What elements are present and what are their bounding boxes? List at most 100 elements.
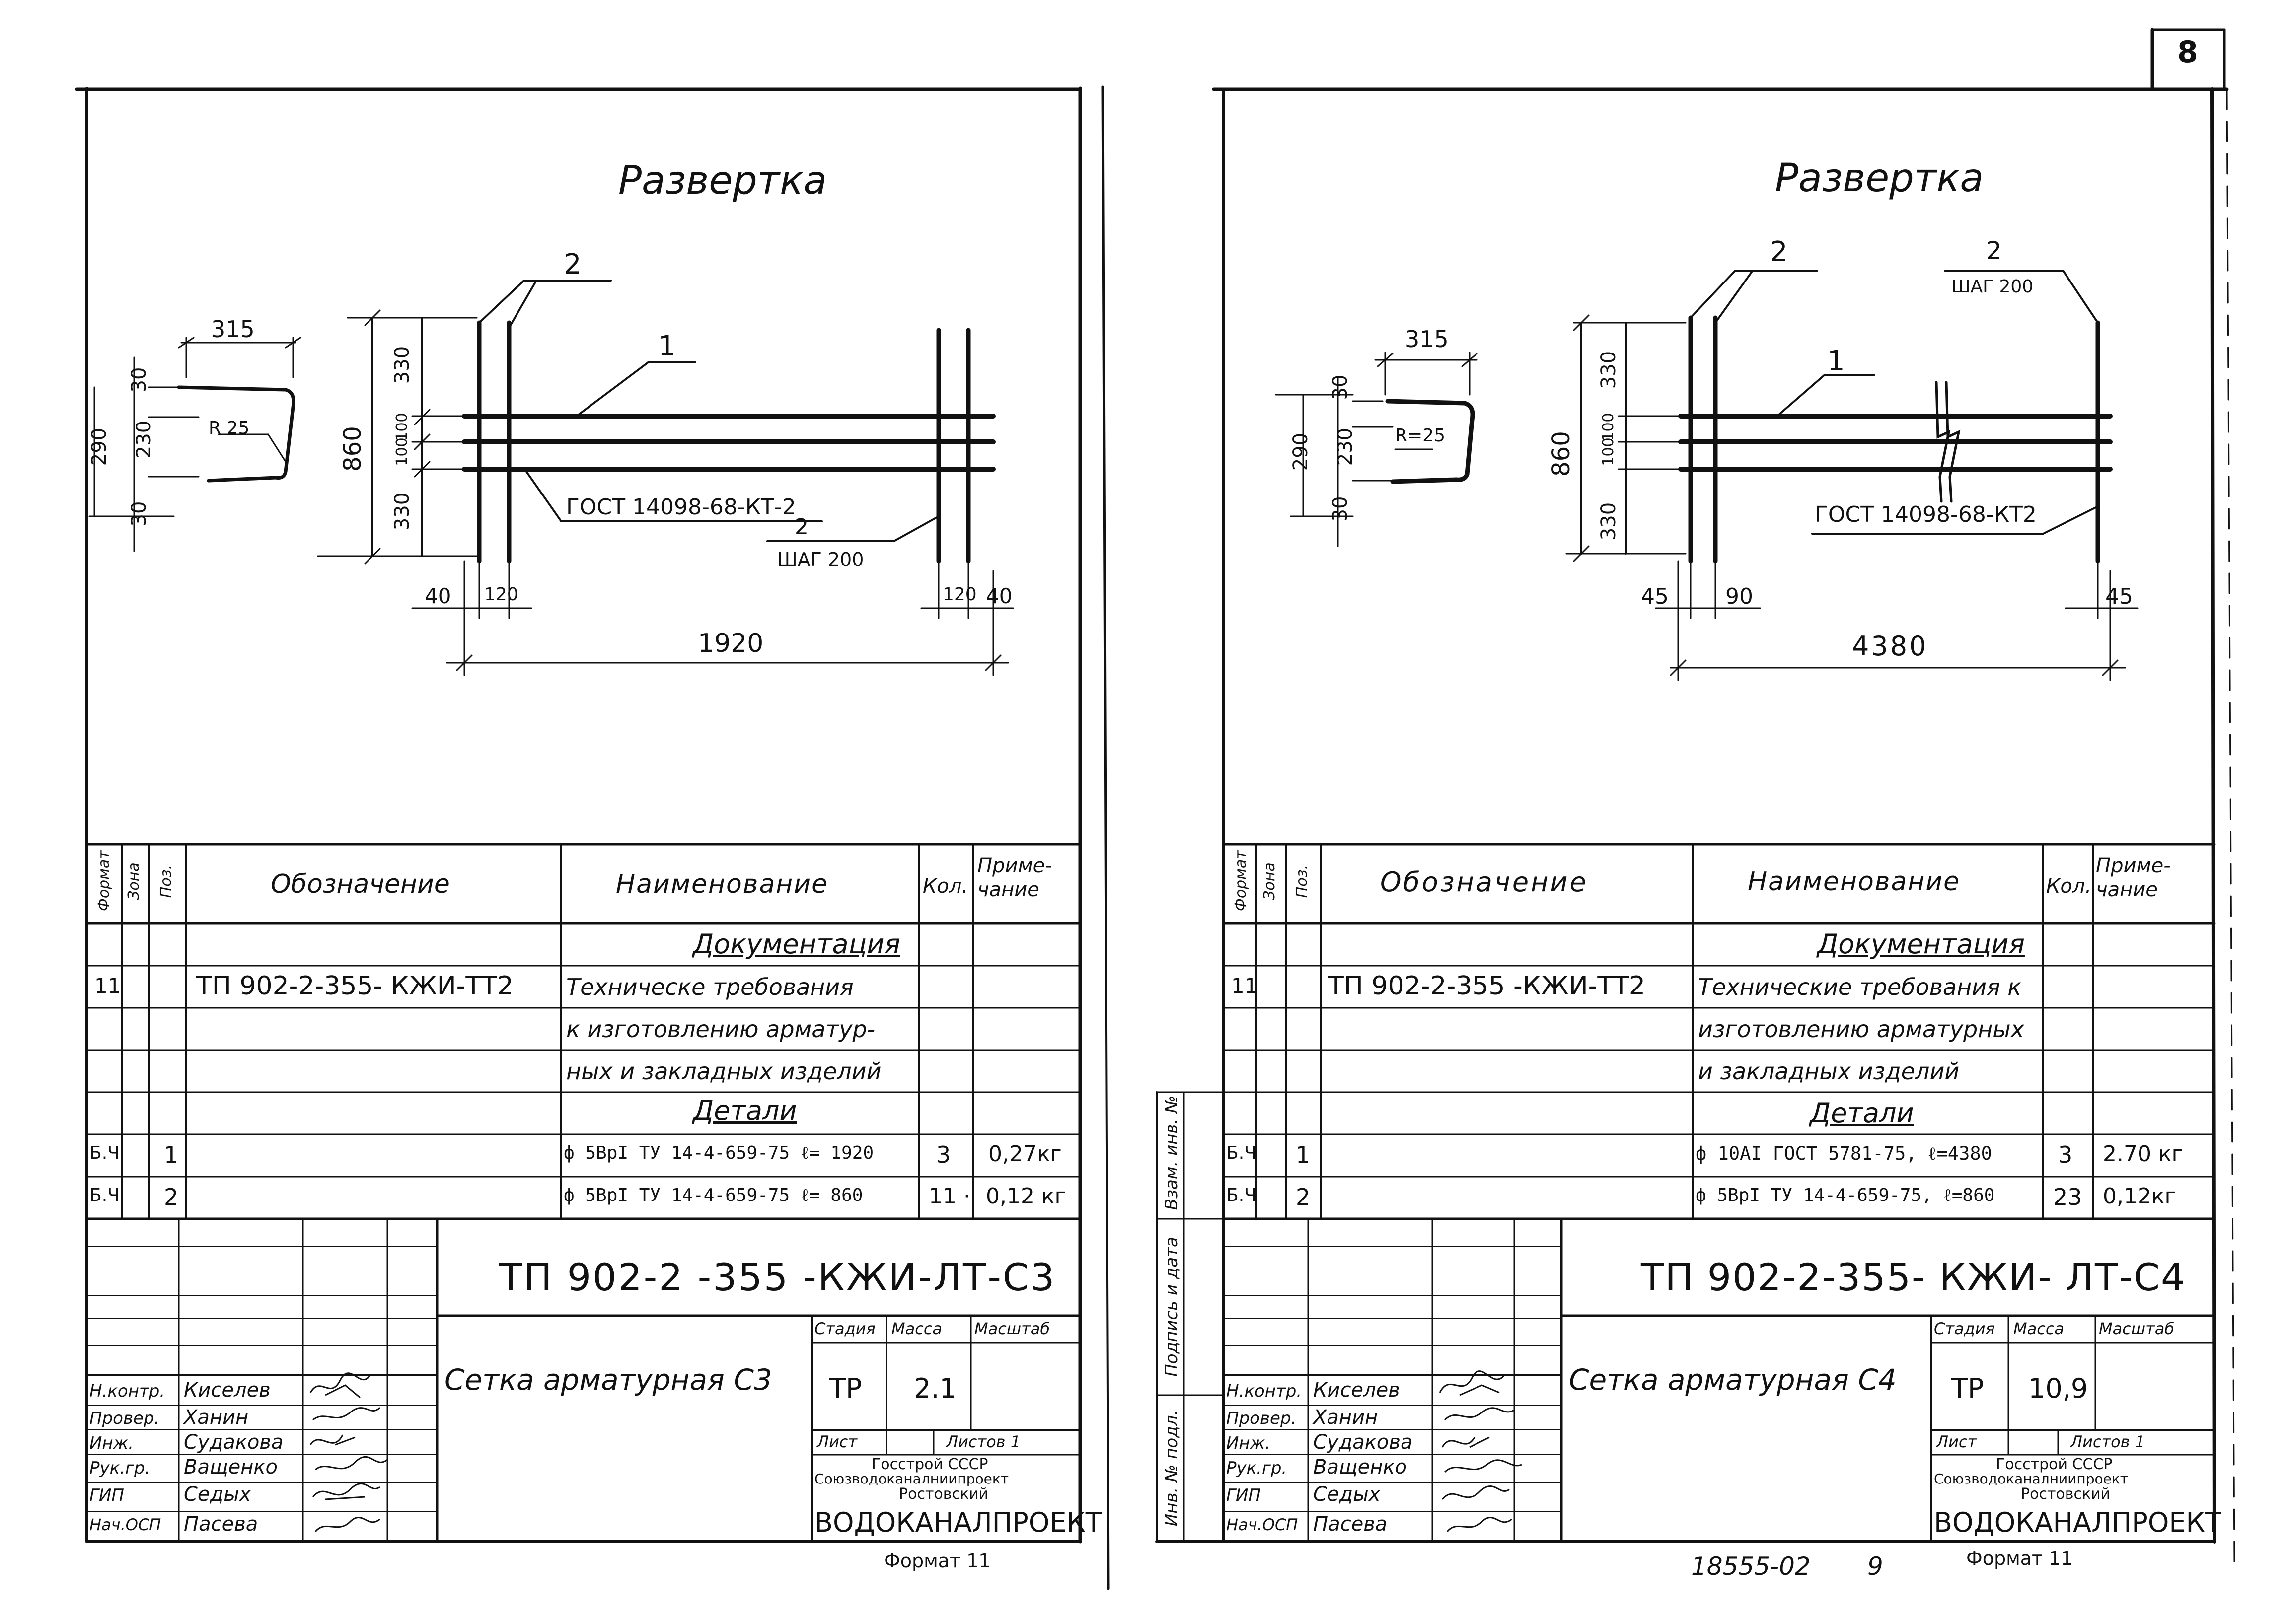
org-3: Ростовский (2021, 1485, 2111, 1503)
role-1: Н.контр. (1226, 1381, 1302, 1401)
gost-label: ГОСТ 14098-68-КТ2 (1815, 502, 2037, 527)
hdr-format: Формат (95, 850, 113, 911)
person-4: Ващенко (1313, 1456, 1407, 1479)
section-docs: Документация (1817, 928, 2025, 960)
step-pos-label: 2 (1986, 236, 2002, 265)
bend-length-dim: 315 (1405, 326, 1449, 353)
drawing-title: Развертка (618, 158, 827, 203)
v100b-dim: 100 (1600, 437, 1617, 466)
person-6: Пасева (1313, 1513, 1388, 1536)
height-860-dim: 860 (1548, 431, 1575, 477)
hdr-note: Приме-чание (977, 854, 1052, 901)
dim-left-90: 90 (1725, 584, 1753, 609)
pos2-leader-label: 2 (1770, 236, 1788, 268)
hdr-qty: Кол. (923, 875, 968, 898)
bend-length-dim: 315 (211, 316, 255, 343)
row2-pos: 2 (1296, 1184, 1311, 1210)
pos1-leader-label: 1 (658, 330, 676, 362)
person-6: Пасева (184, 1513, 258, 1536)
person-4: Ващенко (184, 1456, 278, 1479)
stamp-title: Сетка арматурная С4 (1569, 1363, 1897, 1397)
row2-qty: 23 (2053, 1184, 2082, 1210)
mesh-drawing (317, 280, 1014, 676)
footer-doc-code: 18555-02 (1691, 1552, 1811, 1581)
org-4: ВОДОКАНАЛПРОЕКТ (1934, 1507, 2221, 1538)
hdr-name: Наименование (616, 869, 829, 899)
height-860-dim: 860 (339, 426, 367, 472)
org-1: Госстрой СССР (1996, 1456, 2113, 1473)
org-2: Союзводоканалниипроект (1934, 1471, 2129, 1487)
role-6: Нач.ОСП (1226, 1515, 1298, 1534)
doc-row-format: 11 (1231, 974, 1258, 998)
row1-qty: 3 (2058, 1141, 2073, 1168)
scale-label: Масштаб (974, 1319, 1050, 1338)
footer-page: 9 (1867, 1552, 1883, 1581)
format-label: Формат 11 (1966, 1548, 2073, 1569)
org-3: Ростовский (899, 1485, 989, 1503)
stage-label: Стадия (814, 1319, 876, 1338)
step-label: шаг 200 (1951, 277, 2034, 297)
mass-value: 2.1 (914, 1373, 957, 1404)
side-stamp-replace-inv: Взам. инв. № (1162, 1095, 1181, 1210)
v100b-dim: 100 (393, 437, 411, 466)
hdr-pos: Поз. (157, 864, 175, 898)
role-6: Нач.ОСП (89, 1515, 161, 1534)
pos1-leader-label: 1 (1827, 345, 1845, 377)
bend-290-dim: 290 (1289, 432, 1312, 471)
row1-note: 0,27кг (988, 1141, 1062, 1167)
sheets-label: Листов 1 (946, 1432, 1021, 1451)
role-3: Инж. (1226, 1433, 1271, 1453)
mass-value: 10,9 (2028, 1373, 2088, 1404)
row2-name: ф 5ВрI ТУ 14-4-659-75 ℓ= 860 (564, 1185, 863, 1205)
stamp-code: ТП 902-2 -355 -КЖИ-ЛТ-С3 (499, 1255, 1056, 1299)
length-4380-dim: 4380 (1852, 631, 1928, 662)
sheets-label: Листов 1 (2070, 1432, 2145, 1451)
row1-qty: 3 (936, 1141, 951, 1168)
role-5: ГИП (89, 1485, 124, 1505)
person-1: Киселев (184, 1379, 271, 1402)
dim-right-40: 40 (986, 584, 1013, 608)
dim-left-45: 45 (1641, 584, 1669, 609)
doc-line-1: Технические требования к (1698, 974, 2022, 1000)
radius-label: R 25 (209, 418, 250, 438)
bend-290-dim: 290 (88, 427, 111, 466)
hdr-designation: Обозначение (1380, 866, 1588, 898)
row1-pos: 1 (164, 1141, 179, 1168)
dim-left-40: 40 (425, 584, 451, 608)
org-2: Союзводоканалниипроект (814, 1471, 1009, 1487)
drawing-title: Развертка (1775, 156, 1984, 201)
spec-table-lines (85, 843, 1082, 1220)
stage-value: ТР (1951, 1373, 1984, 1404)
person-3: Судакова (184, 1431, 284, 1454)
person-5: Седых (184, 1483, 251, 1506)
role-4: Рук.гр. (89, 1458, 150, 1478)
dim-left-120: 120 (484, 584, 518, 605)
person-2: Ханин (184, 1406, 249, 1429)
row1-format: Б.Ч (89, 1143, 120, 1163)
sheet-right-linework (1155, 28, 2235, 1565)
signatures (309, 1372, 388, 1532)
scale-label: Масштаб (2099, 1319, 2175, 1338)
sheet-left: Развертка 2 1 ГОСТ 14098-68-КТ-2 2 шаг 2… (75, 85, 1110, 1590)
role-2: Провер. (89, 1409, 160, 1428)
sheet-label: Лист (1936, 1432, 1977, 1451)
person-1: Киселев (1313, 1379, 1400, 1402)
role-2: Провер. (1226, 1409, 1297, 1428)
hdr-designation: Обозначение (271, 869, 450, 899)
page-number: 8 (2177, 35, 2198, 70)
section-details: Детали (693, 1095, 797, 1126)
doc-row-format: 11 (94, 974, 121, 998)
org-4: ВОДОКАНАЛПРОЕКТ (814, 1507, 1102, 1538)
pos2-leader-label: 2 (564, 248, 582, 281)
hdr-format: Формат (1232, 850, 1250, 911)
role-5: ГИП (1226, 1485, 1261, 1505)
row1-pos: 1 (1296, 1141, 1311, 1168)
person-2: Ханин (1313, 1406, 1378, 1429)
bent-bar-drawing (88, 337, 301, 552)
bend-230-dim: 230 (1334, 427, 1357, 466)
row1-format: Б.Ч (1226, 1143, 1256, 1163)
section-details: Детали (1810, 1097, 1914, 1129)
role-1: Н.контр. (89, 1381, 165, 1401)
stage-label: Стадия (1934, 1319, 1995, 1338)
title-block-lines (1223, 1217, 2216, 1543)
